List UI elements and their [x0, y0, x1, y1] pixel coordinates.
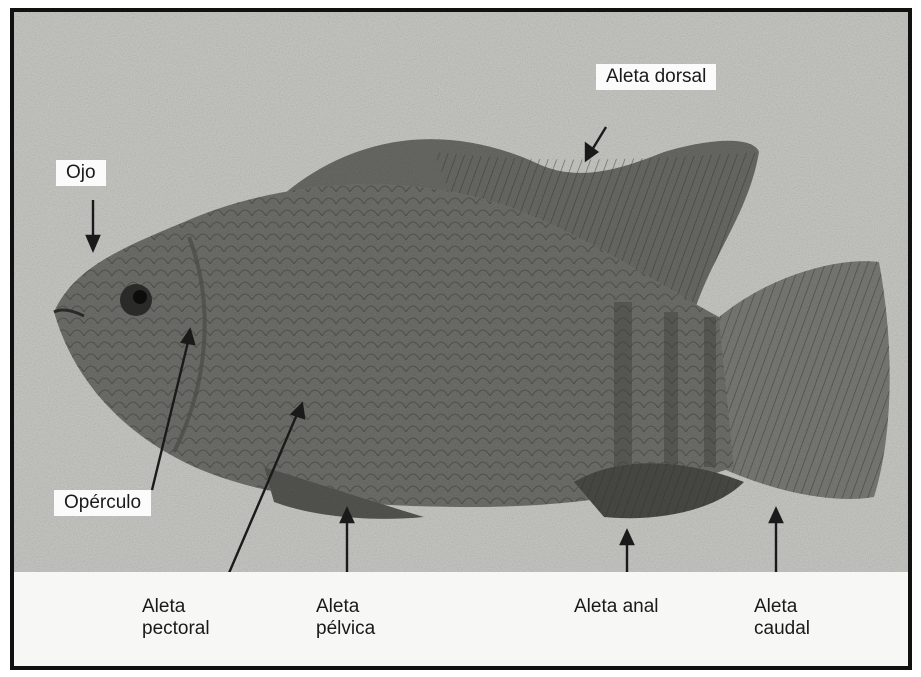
label-operculo: Opérculo — [54, 490, 151, 516]
label-aleta-dorsal: Aleta dorsal — [596, 64, 716, 90]
label-aleta-anal: Aleta anal — [574, 596, 659, 618]
fish-illustration — [14, 12, 908, 572]
label-aleta-caudal: Aleta caudal — [754, 596, 810, 640]
eye-icon — [120, 284, 152, 316]
diagram-frame: Ojo Aleta dorsal Opérculo Aleta pectoral… — [10, 8, 912, 670]
label-ojo: Ojo — [56, 160, 106, 186]
label-aleta-pelvica: Aleta pélvica — [316, 596, 375, 640]
label-aleta-pectoral: Aleta pectoral — [142, 596, 210, 640]
fish-photo — [14, 12, 908, 572]
